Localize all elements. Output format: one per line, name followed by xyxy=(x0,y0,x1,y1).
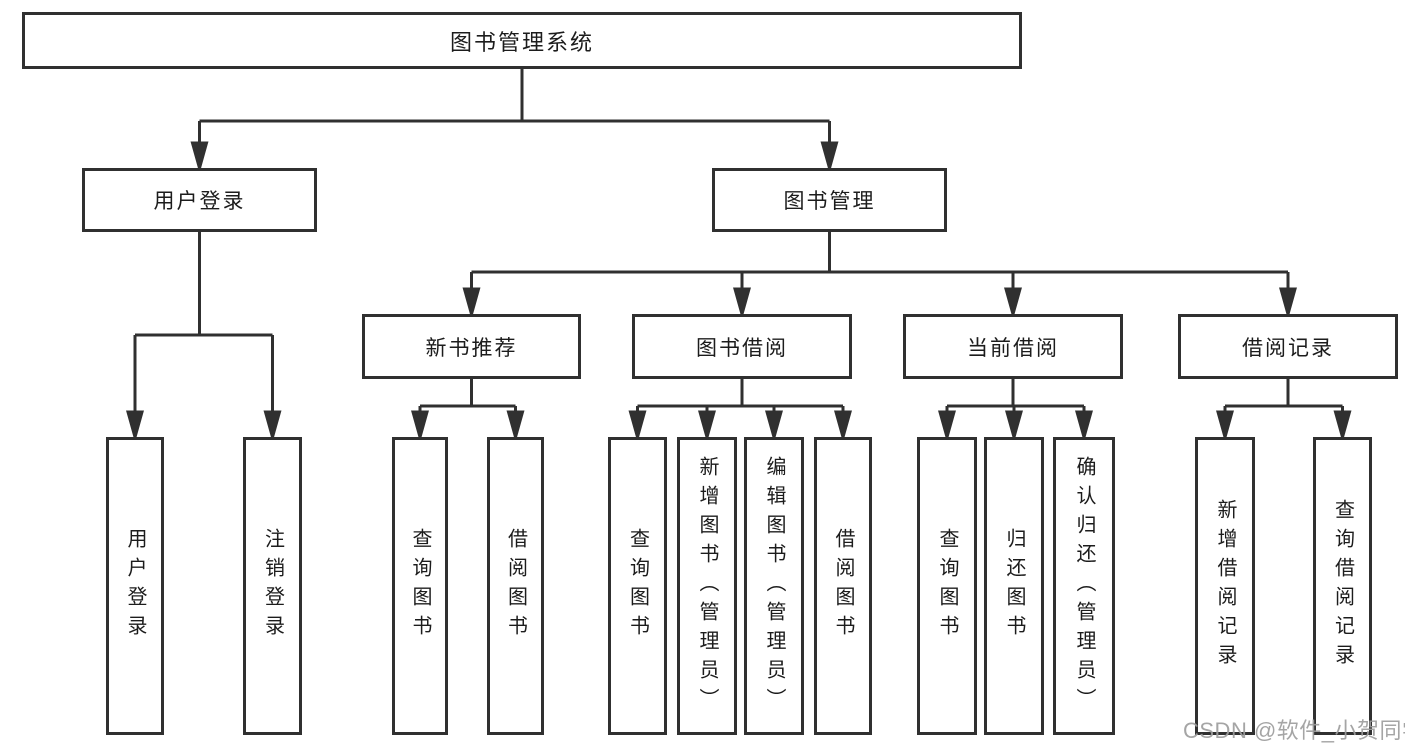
node-br-add-record: 新增借阅记录 xyxy=(1195,437,1255,735)
node-current-borrowing: 当前借阅 xyxy=(903,314,1123,379)
node-user-login-section: 用户登录 xyxy=(82,168,317,232)
node-br-query-record: 查询借阅记录 xyxy=(1313,437,1372,735)
node-cb-confirm-return-admin: 确认归还（管理员） xyxy=(1053,437,1115,735)
node-new-book-recommendation: 新书推荐 xyxy=(362,314,581,379)
node-book-borrowing: 图书借阅 xyxy=(632,314,852,379)
node-nbr-borrow-books: 借阅图书 xyxy=(487,437,544,735)
node-cb-return-books: 归还图书 xyxy=(984,437,1044,735)
node-borrowing-records: 借阅记录 xyxy=(1178,314,1398,379)
node-user-login-action: 用户登录 xyxy=(106,437,164,735)
node-book-management-section: 图书管理 xyxy=(712,168,947,232)
node-logout-action: 注销登录 xyxy=(243,437,302,735)
node-library-management-system: 图书管理系统 xyxy=(22,12,1022,69)
node-cb-query-books: 查询图书 xyxy=(917,437,977,735)
node-bb-edit-books-admin: 编辑图书（管理员） xyxy=(744,437,804,735)
node-nbr-query-books: 查询图书 xyxy=(392,437,448,735)
watermark: CSDN @软件_小贺同学 xyxy=(1183,718,1405,743)
node-bb-query-books: 查询图书 xyxy=(608,437,667,735)
node-bb-add-books-admin: 新增图书（管理员） xyxy=(677,437,737,735)
node-bb-borrow-books: 借阅图书 xyxy=(814,437,872,735)
